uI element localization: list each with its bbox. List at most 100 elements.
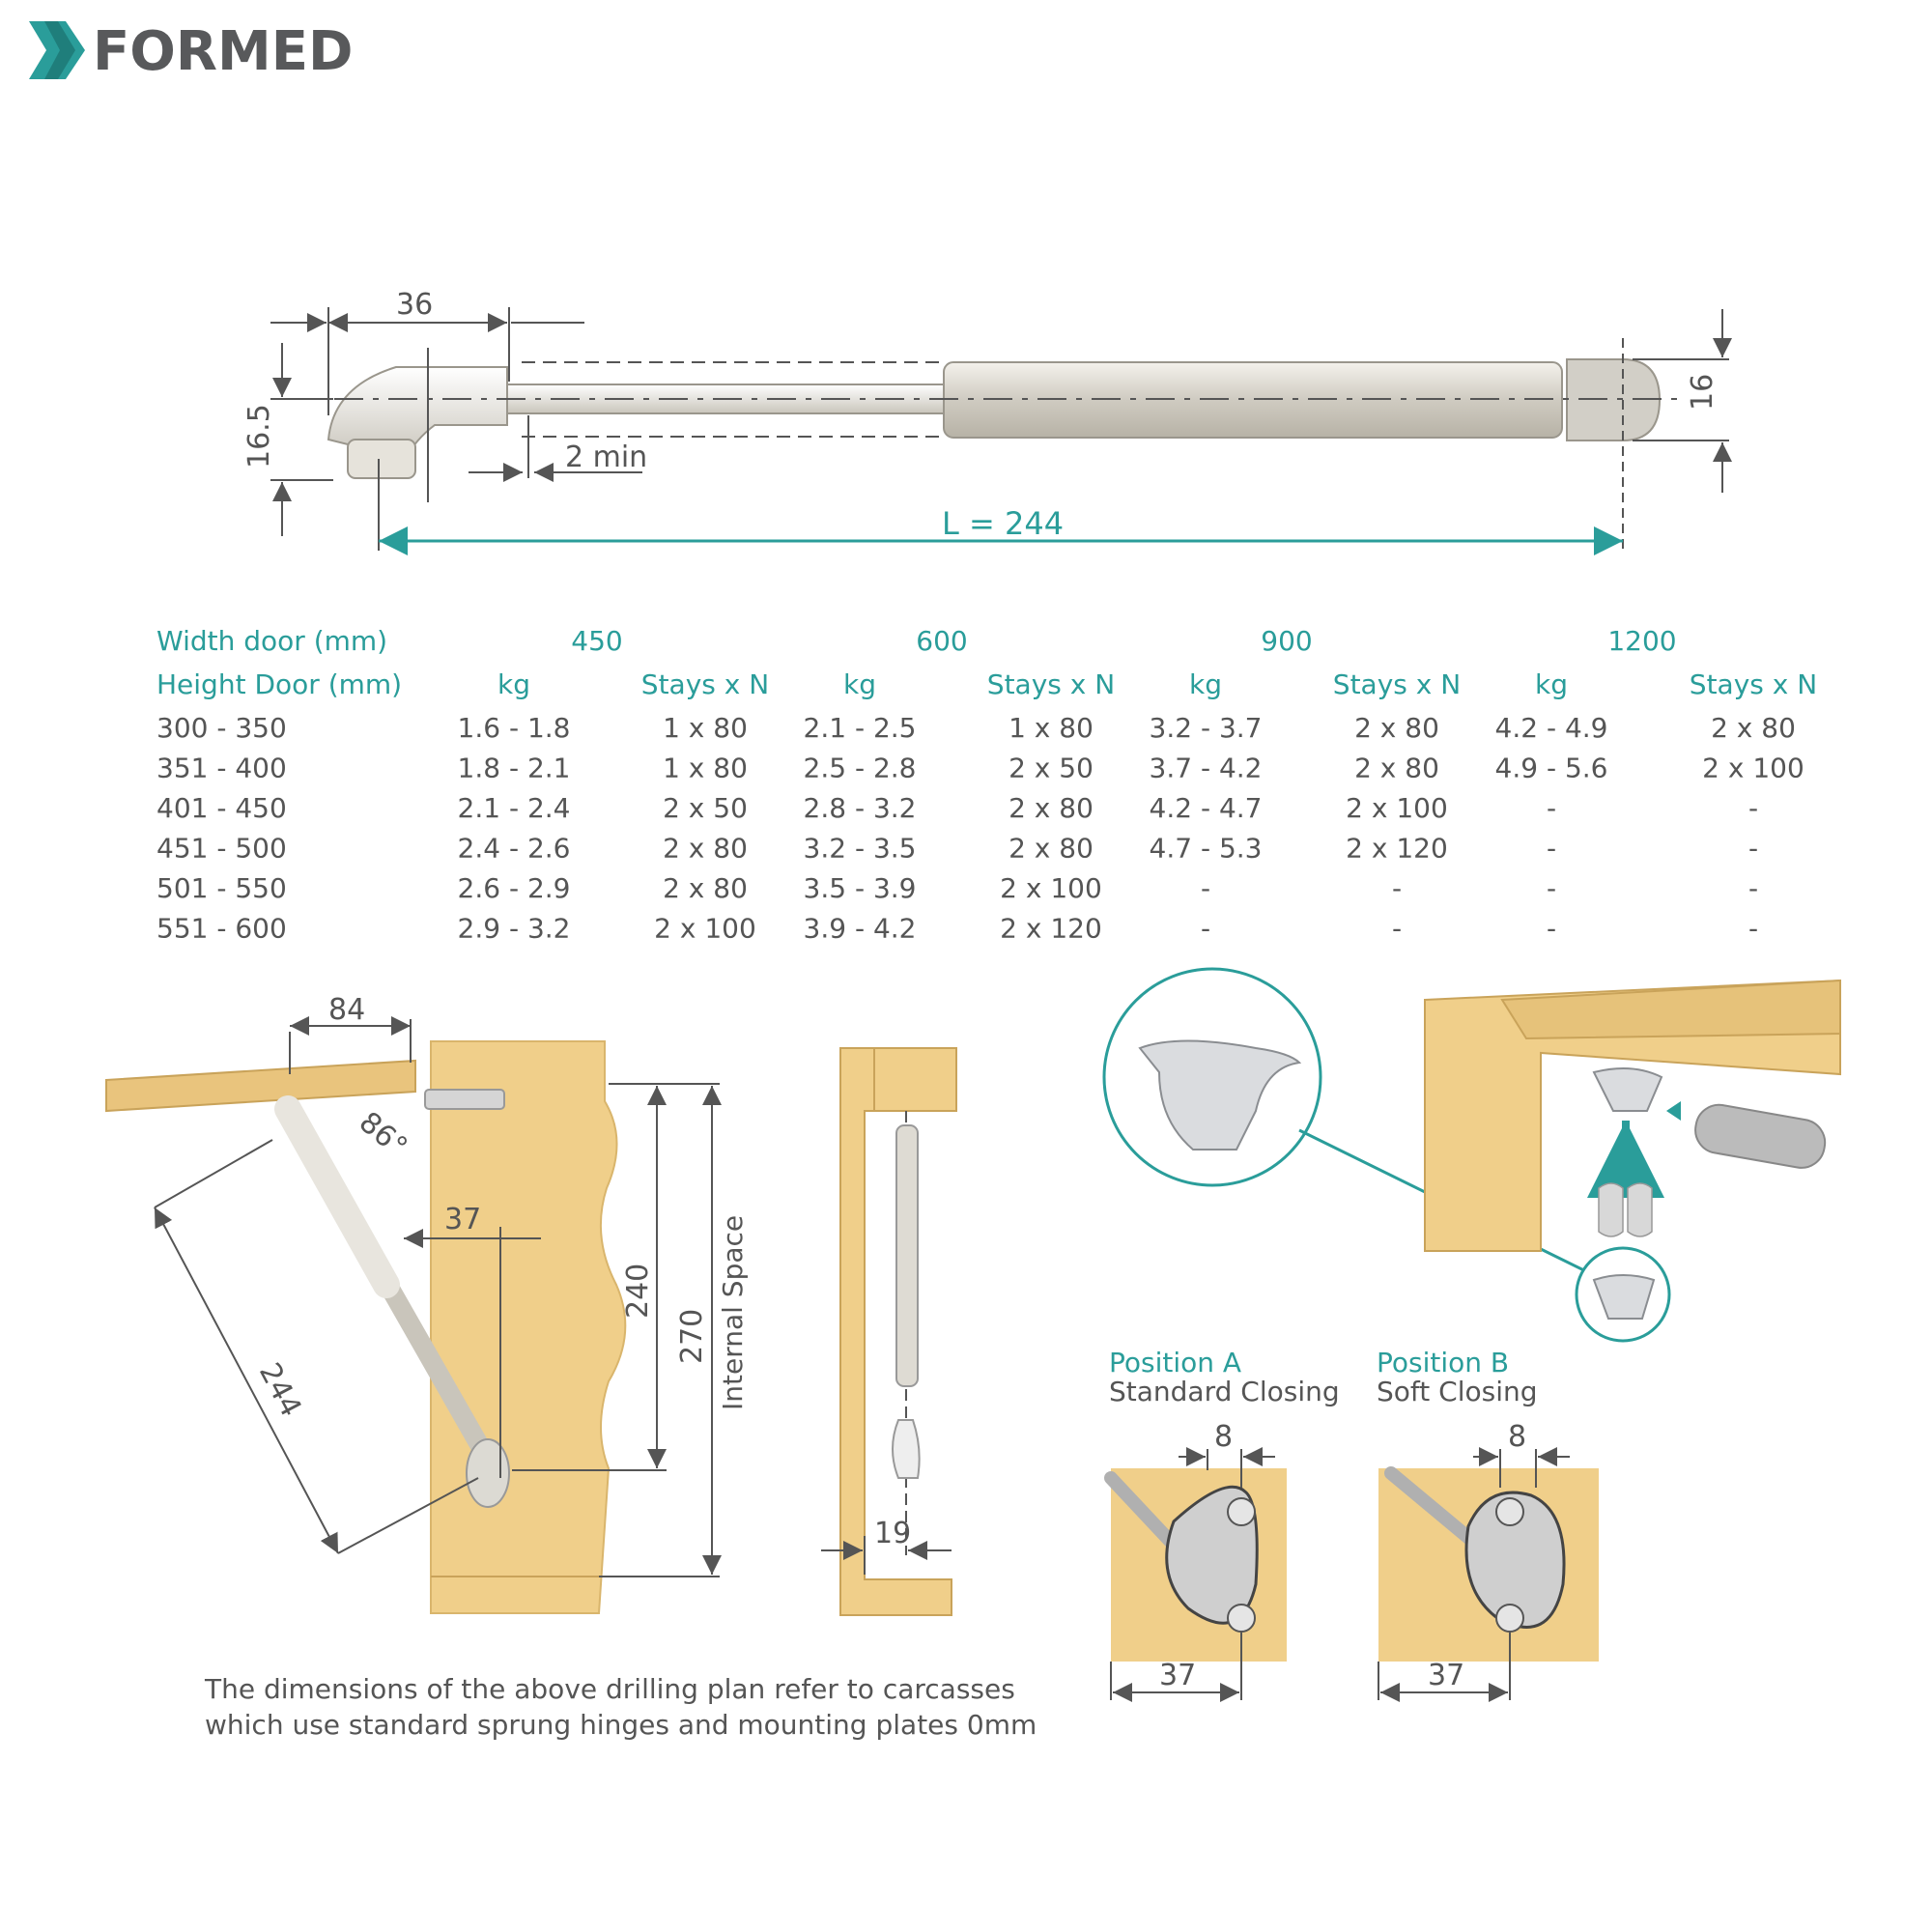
side-strut bbox=[895, 1124, 919, 1387]
table-cell: - bbox=[1547, 792, 1556, 824]
dim-84-label: 84 bbox=[328, 993, 365, 1027]
table-cell: 2 x 80 bbox=[1009, 833, 1094, 865]
table-row-height: 501 - 550 bbox=[156, 872, 287, 904]
position-a-subtitle: Standard Closing bbox=[1109, 1376, 1340, 1407]
strut-cylinder bbox=[943, 361, 1563, 439]
height-door-label: Height Door (mm) bbox=[156, 668, 402, 700]
table-cell: 2 x 100 bbox=[1702, 753, 1804, 784]
position-b-dim-8: 8 bbox=[1508, 1420, 1526, 1454]
table-cell: 2.5 - 2.8 bbox=[804, 753, 917, 784]
table-cell: 2 x 80 bbox=[1354, 712, 1439, 744]
strut-end-cap bbox=[1566, 358, 1662, 441]
table-cell: 1 x 80 bbox=[663, 753, 748, 784]
hinge bbox=[424, 1089, 505, 1110]
internal-space-label: Internal Space bbox=[717, 1215, 749, 1410]
table-cell: 3.9 - 4.2 bbox=[804, 913, 917, 945]
table-cell: 1 x 80 bbox=[663, 712, 748, 744]
position-a-dim-8: 8 bbox=[1214, 1420, 1233, 1454]
table-cell: 2 x 100 bbox=[1000, 872, 1102, 904]
table-cell: 2 x 100 bbox=[654, 913, 756, 945]
table-cell: 2 x 80 bbox=[663, 833, 748, 865]
col-kg-header: kg bbox=[1535, 668, 1568, 700]
col-stays-header: Stays x N bbox=[1333, 668, 1461, 700]
position-b-subtitle: Soft Closing bbox=[1377, 1376, 1538, 1407]
table-cell: - bbox=[1392, 872, 1402, 904]
dim-37-label: 37 bbox=[444, 1203, 481, 1236]
width-door-label: Width door (mm) bbox=[156, 625, 387, 657]
col-stays-header: Stays x N bbox=[641, 668, 769, 700]
position-a-dim-37: 37 bbox=[1159, 1659, 1196, 1692]
table-cell: 3.2 - 3.7 bbox=[1150, 712, 1263, 744]
table-cell: 2 x 80 bbox=[1009, 792, 1094, 824]
table-cell: 2.6 - 2.9 bbox=[458, 872, 571, 904]
table-cell: 2.9 - 3.2 bbox=[458, 913, 571, 945]
table-cell: 2 x 80 bbox=[663, 872, 748, 904]
position-b-dim-37: 37 bbox=[1428, 1659, 1464, 1692]
width-header-600: 600 bbox=[916, 625, 967, 657]
strut-mount-plate bbox=[466, 1438, 510, 1508]
table-cell: - bbox=[1201, 872, 1210, 904]
table-row-height: 351 - 400 bbox=[156, 753, 287, 784]
dim-16-5-label: 16.5 bbox=[242, 404, 276, 469]
width-header-1200: 1200 bbox=[1607, 625, 1676, 657]
table-cell: - bbox=[1201, 913, 1210, 945]
width-header-900: 900 bbox=[1261, 625, 1312, 657]
dim-244-label: 244 bbox=[252, 1357, 308, 1422]
installation-drawing: 84 86° 37 244 240 270 Internal Space bbox=[105, 993, 749, 1614]
position-a-title: Position A bbox=[1109, 1347, 1241, 1378]
table-cell: 2 x 100 bbox=[1346, 792, 1448, 824]
table-row-height: 401 - 450 bbox=[156, 792, 287, 824]
table-cell: 4.9 - 5.6 bbox=[1495, 753, 1608, 784]
table-cell: 2.4 - 2.6 bbox=[458, 833, 571, 865]
table-cell: 2.8 - 3.2 bbox=[804, 792, 917, 824]
logo-mark-icon bbox=[29, 21, 85, 79]
position-b-title: Position B bbox=[1377, 1347, 1509, 1378]
door-panel bbox=[105, 1059, 416, 1113]
table-cell: 2 x 80 bbox=[1711, 712, 1796, 744]
table-cell: 1.8 - 2.1 bbox=[458, 753, 571, 784]
table-cell: 4.2 - 4.9 bbox=[1495, 712, 1608, 744]
table-cell: - bbox=[1748, 833, 1758, 865]
note-line-2: which use standard sprung hinges and mou… bbox=[205, 1709, 1037, 1741]
table-cell: 2 x 80 bbox=[1354, 753, 1439, 784]
table-cell: 4.2 - 4.7 bbox=[1150, 792, 1263, 824]
brand-name: FORMED bbox=[93, 20, 353, 83]
width-header-450: 450 bbox=[571, 625, 622, 657]
col-stays-header: Stays x N bbox=[1690, 668, 1817, 700]
table-cell: 3.7 - 4.2 bbox=[1150, 753, 1263, 784]
dim-240-label: 240 bbox=[621, 1264, 655, 1319]
table-cell: 1 x 80 bbox=[1009, 712, 1094, 744]
table-cell: 2.1 - 2.5 bbox=[804, 712, 917, 744]
load-table: Width door (mm) Height Door (mm) 450 600 9… bbox=[156, 625, 1817, 945]
table-row-height: 551 - 600 bbox=[156, 913, 287, 945]
dim-16-label: 16 bbox=[1686, 374, 1719, 411]
table-cell: 2 x 50 bbox=[663, 792, 748, 824]
bracket-detail-drawing bbox=[1102, 967, 1841, 1343]
table-cell: - bbox=[1547, 872, 1556, 904]
table-cell: - bbox=[1392, 913, 1402, 945]
table-cell: - bbox=[1748, 872, 1758, 904]
brand-logo: FORMED bbox=[29, 20, 353, 83]
table-cell: 4.7 - 5.3 bbox=[1150, 833, 1263, 865]
col-kg-header: kg bbox=[1189, 668, 1222, 700]
cabinet-side-panel bbox=[430, 1040, 627, 1614]
dim-19-label: 19 bbox=[874, 1517, 911, 1550]
position-a: Position A Standard Closing 8 37 bbox=[1104, 1347, 1340, 1702]
strut-mount bbox=[327, 366, 508, 479]
col-kg-header: kg bbox=[497, 668, 530, 700]
table-cell: 2 x 120 bbox=[1000, 913, 1102, 945]
col-stays-header: Stays x N bbox=[987, 668, 1115, 700]
table-cell: - bbox=[1547, 913, 1556, 945]
dim-36-label: 36 bbox=[396, 288, 433, 322]
table-cell: - bbox=[1547, 833, 1556, 865]
table-cell: 1.6 - 1.8 bbox=[458, 712, 571, 744]
note-line-1: The dimensions of the above drilling pla… bbox=[204, 1673, 1015, 1705]
table-cell: 2.1 - 2.4 bbox=[458, 792, 571, 824]
table-cell: 2 x 120 bbox=[1346, 833, 1448, 865]
table-row-height: 300 - 350 bbox=[156, 712, 287, 744]
table-row-height: 451 - 500 bbox=[156, 833, 287, 865]
col-kg-header: kg bbox=[843, 668, 876, 700]
gas-strut-drawing: 36 16.5 2 min 16 L = 244 bbox=[242, 288, 1732, 555]
table-cell: 3.2 - 3.5 bbox=[804, 833, 917, 865]
